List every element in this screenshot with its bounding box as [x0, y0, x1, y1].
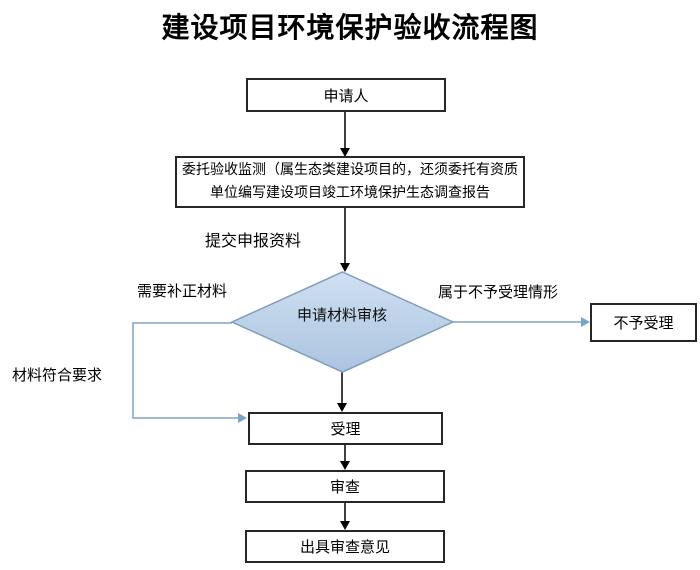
opinion-label: 出具审查意见: [299, 538, 390, 556]
arrow-applicant-to-commission: [340, 112, 350, 157]
applicant-label: 申请人: [323, 86, 369, 105]
submit-materials-label: 提交申报资料: [205, 231, 302, 250]
page-title: 建设项目环境保护验收流程图: [161, 11, 539, 44]
applicant-node: 申请人: [246, 78, 446, 112]
decision-label: 申请材料审核: [296, 306, 387, 324]
need-fix-label: 需要补正材料: [137, 282, 228, 300]
commission-label-line2: 单位编写建设项目竣工环境保护生态调查报告: [210, 185, 490, 201]
commission-node: 委托验收监测（属生态类建设项目的，还须委托有资质 单位编写建设项目竣工环境保护生…: [175, 156, 525, 208]
arrow-decision-to-reject: [453, 317, 590, 327]
arrowhead-right-icon: [238, 413, 247, 423]
material-ok-label: 材料符合要求: [12, 366, 103, 384]
commission-label-line1: 委托验收监测（属生态类建设项目的，还须委托有资质: [182, 162, 518, 178]
loop-decision-to-accept: [132, 322, 247, 423]
reject-node: 不予受理: [590, 303, 697, 342]
accept-label: 受理: [330, 420, 361, 438]
review-label: 审查: [329, 478, 360, 496]
decision-diamond: [230, 271, 455, 373]
accept-node: 受理: [248, 412, 443, 445]
arrowhead-down-icon: [337, 403, 347, 412]
arrowhead-down-icon: [340, 148, 350, 157]
review-node: 审查: [245, 470, 445, 503]
not-accept-case-label: 属于不予受理情形: [438, 283, 559, 301]
arrow-accept-to-review: [340, 445, 350, 470]
arrow-commission-to-decision: [340, 207, 350, 272]
arrow-decision-to-accept: [337, 372, 347, 412]
reject-label: 不予受理: [613, 314, 674, 332]
arrowhead-down-icon: [340, 521, 350, 530]
arrowhead-right-icon: [581, 317, 590, 327]
arrowhead-down-icon: [340, 461, 350, 470]
opinion-node: 出具审查意见: [245, 530, 445, 563]
arrowhead-down-icon: [340, 263, 350, 272]
arrow-review-to-opinion: [340, 503, 350, 530]
